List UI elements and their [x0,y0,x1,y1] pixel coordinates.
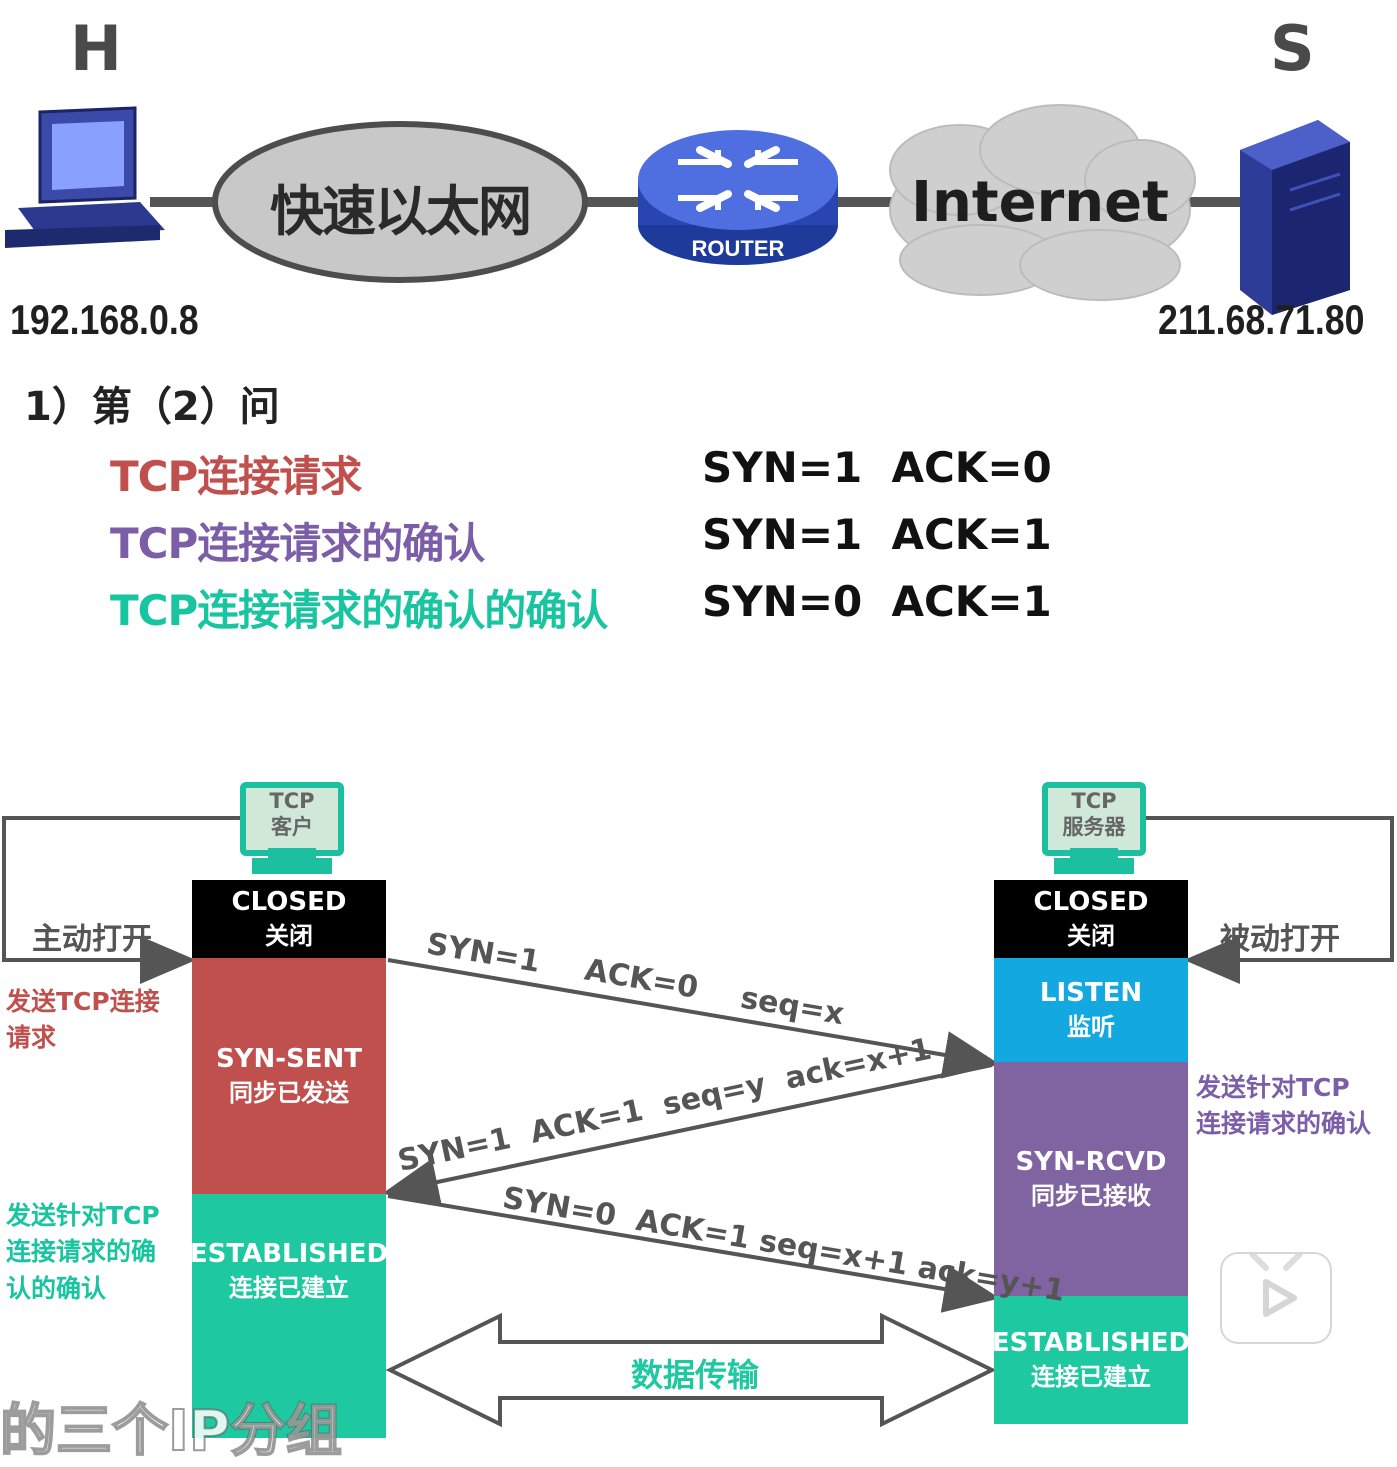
question-heading: 1）第（2）问 [24,384,280,430]
server-ip: 211.68.71.80 [1158,296,1365,343]
client-monitor-stand [268,848,316,858]
server-icon [1240,120,1350,315]
lan-ellipse [212,121,588,283]
server-state-closed: CLOSED 关闭 [994,880,1188,958]
note-client-send-request: 发送TCP连接 请求 [6,987,160,1053]
server-monitor-stand [1070,848,1118,858]
server-state-syn-rcvd: SYN-RCVD 同步已接收 [994,1062,1188,1296]
host-ip: 192.168.0.8 [10,296,199,343]
client-state-established: ESTABLISHED 连接已建立 [190,1194,388,1438]
client-state-closed: CLOSED 关闭 [192,880,386,958]
lan-label: 快速以太网 [270,180,532,243]
server-state-listen: LISTEN 监听 [994,958,1188,1062]
router-label: ROUTER [691,236,785,261]
row-flags-ack: SYN=1 ACK=1 [702,510,1052,559]
ack-arrow [387,1194,1000,1313]
server-monitor-line2: 服务器 [1062,815,1126,839]
note-client-send-ack: 发送针对TCP 连接请求的确 认的确认 [6,1201,160,1303]
server-letter: S [1270,12,1315,85]
play-icon[interactable] [1220,1251,1332,1344]
router-icon [638,130,838,265]
client-monitor-base [252,858,332,874]
row-flags-ack-ack: SYN=0 ACK=1 [702,577,1052,626]
client-state-syn-sent: SYN-SENT 同步已发送 [192,958,386,1194]
active-open-arrow [2,816,240,984]
server-monitor-line1: TCP [1071,789,1117,813]
client-monitor-line2: 客户 [271,815,313,839]
subtitle-overlay: 的三个IP分组 [0,1398,343,1465]
row-label-ack-ack: TCP连接请求的确认的确认 [110,586,608,635]
active-open-label: 主动打开 [32,922,152,957]
play-triangle-icon [1249,1251,1303,1317]
row-label-request: TCP连接请求 [110,452,362,501]
server-monitor-icon: TCP 服务器 [1042,782,1146,856]
row-label-ack: TCP连接请求的确认 [110,519,485,568]
syn-arrow [387,958,1000,1079]
cloud-icon [889,104,1196,301]
cloud-label: Internet [911,170,1169,235]
row-flags-request: SYN=1 ACK=0 [702,443,1052,492]
data-transfer-arrow [385,1312,997,1428]
passive-open-label: 被动打开 [1220,922,1340,957]
data-transfer-label: 数据传输 [630,1356,759,1394]
syn-ack-arrow [382,1063,993,1206]
client-monitor-line1: TCP [269,789,315,813]
computer-icon [5,106,165,248]
note-server-send-ack: 发送针对TCP 连接请求的确认 [1196,1073,1372,1139]
network-topology [5,104,1350,315]
passive-open-arrow [1140,816,1394,984]
client-monitor-icon: TCP 客户 [240,782,344,856]
server-monitor-base [1054,858,1134,874]
host-letter: H [70,12,122,85]
server-state-established: ESTABLISHED 连接已建立 [992,1296,1190,1424]
